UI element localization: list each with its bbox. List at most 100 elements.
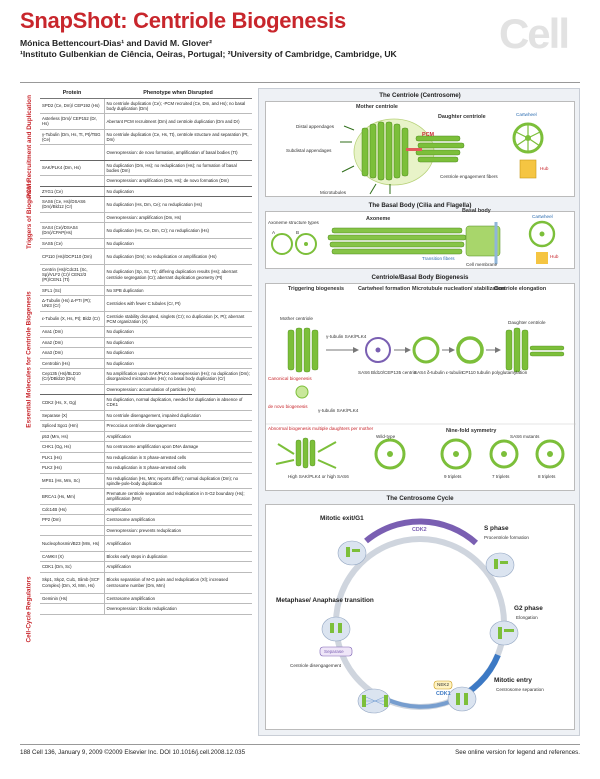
daughter-centriole-label: Daughter centriole: [438, 114, 486, 120]
table-row: Overexpression: accumulation of particle…: [40, 384, 252, 395]
table-header-row: Protein Phenotype when Disrupted: [40, 88, 252, 99]
phenotype-cell: Overexpression: blocks reduplication: [104, 603, 252, 615]
protein-cell: Cdc14B (Hs): [40, 504, 105, 515]
cp110-label: CP110 tubulin polyglutamylation: [462, 370, 528, 375]
nine-triplets-label: 9 triplets: [444, 474, 462, 479]
phenotype-cell: No centriole duplication (Ce, Hs, Tt), c…: [104, 129, 252, 145]
pcm-label: PCM: [422, 132, 434, 138]
mother-centriole-label: Mother centriole: [356, 104, 398, 110]
phenotype-cell: Centriole stability disrupted, singlets …: [104, 311, 252, 327]
mother-centriole-biogenesis-label: Mother centriole: [280, 316, 313, 321]
table-row: BRCA1 (Hs, Mm)Premature centriole separa…: [40, 488, 252, 505]
phenotype-cell: Blocks early steps in duplication: [104, 551, 252, 562]
table-row: Δ-Tubulin (Hs) Δ-PTI (Pt); UNI3 (Cr)Cent…: [40, 295, 252, 312]
mitotic-exit-label: Mitotic exit/G1: [320, 515, 364, 522]
basal-body-panel: Axoneme Basal body Axoneme structure typ…: [265, 208, 575, 269]
protein-cell: CDK1 (Dm, Sc): [40, 561, 105, 573]
table-row: Geminin (Hs)Centrosome amplification: [40, 593, 252, 604]
daughter-centriole-biogenesis-label: Daughter centriole: [508, 320, 546, 325]
protein-cell: Ana1 (Dm): [40, 326, 105, 338]
protein-cell: Skp1, Skp2, Cul1, Slimb (SCF Complex) (D…: [40, 572, 105, 594]
protein-cell: [40, 384, 105, 395]
cdk1-label: CDK1: [436, 691, 451, 697]
protein-cell: PLK2 (Hs): [40, 462, 105, 474]
phenotype-cell: Overexpression: de novo formation, ampli…: [104, 144, 252, 161]
step-cartwheel-label: Cartwheel formation: [358, 286, 411, 292]
phenotype-cell: No duplication, normal duplication, need…: [104, 394, 252, 411]
protein-cell: ε-Tubulin (X, Hs, Pt); Bld2 (Cr): [40, 311, 105, 327]
protein-cell: Cep135 (Hs)/BLD10 (Cr)/DBld10 (Dm): [40, 368, 105, 385]
category-cell-cycle: Cell-Cycle Regulators: [25, 575, 33, 643]
table-row: CDK2 (Hs, X, Gg)No duplication, normal d…: [40, 394, 252, 411]
table-row: Overexpression: amplification (Dm, Hs); …: [40, 175, 252, 187]
protein-cell: SAS5 (Ce): [40, 238, 105, 249]
phenotype-cell: No centrosome amplification upon DNA dam…: [104, 441, 252, 453]
table-row: CHK1 (Gg, Hs)No centrosome amplification…: [40, 441, 252, 453]
phenotype-cell: No duplication: [104, 186, 252, 197]
mitotic-entry-label: Mitotic entry: [494, 677, 532, 684]
table-row: SAK/PLK4 (Dm, Hs)No duplication (Dm, Hs)…: [40, 160, 252, 176]
protein-cell: Centrin (Hs)/Cdc31 (Sc, Sp)/VLF2 (Cr)/ C…: [40, 264, 105, 286]
table-row: Spliced Sgo1 (Hm)Precocious centriole di…: [40, 420, 252, 432]
protein-cell: γ-Tubulin (Dm, Hs, Tt, Pt)/TBG (Ce): [40, 129, 105, 145]
phenotype-cell: No duplication: [104, 238, 252, 249]
table-row: PLK1 (Hs)No reduplication in S phase-arr…: [40, 452, 252, 463]
nine-fold-symmetry-label: Nine-fold symmetry: [446, 428, 497, 434]
protein-cell: [40, 175, 105, 187]
column-header-protein: Protein: [40, 88, 104, 99]
protein-cell: PLK1 (Hs): [40, 452, 105, 463]
basal-hub-label: Hub: [550, 254, 559, 259]
table-row: MPS1 (Hs, Mm, Sc)No reduplication (Hs, M…: [40, 473, 252, 489]
protein-cell: SFL1 (Sc): [40, 285, 105, 296]
phenotype-cell: Amplification: [104, 431, 252, 442]
protein-cell: CP110 (Hs)/DCP110 (Dm): [40, 248, 105, 265]
table-row: Centrin (Hs)/Cdc31 (Sc, Sp)/VLF2 (Cr)/ C…: [40, 264, 252, 286]
phenotype-cell: No duplication (Hs, Ce, Dm, Cr); no redu…: [104, 222, 252, 239]
category-triggers: Triggers of Biogenesis: [25, 179, 33, 249]
table-row: Separase (X)No centriole disengagement, …: [40, 410, 252, 421]
phenotype-cell: No duplication (Hs, Dm, Ce); no reduplic…: [104, 196, 252, 213]
figure-panel: The Centriole (Centrosome): [258, 88, 580, 736]
axoneme-structure-label: Axoneme structure types: [268, 220, 319, 225]
protein-cell: CAMKII (X): [40, 551, 105, 562]
cell-membrane-label: Cell membrane: [466, 262, 498, 267]
eight-triplets-label: 8 triplets: [538, 474, 556, 479]
phenotype-cell: Overexpression: prevents reduplication: [104, 525, 252, 536]
category-essential: Essential Molecules for Centriole Biogen…: [25, 290, 33, 428]
protein-cell: SAS4 (Ce)/DSAS4 (Dm)/CPAP(Hs): [40, 222, 105, 239]
table-row: SAS4 (Ce)/DSAS4 (Dm)/CPAP(Hs)No duplicat…: [40, 222, 252, 239]
table-row: Overexpression: de novo formation, ampli…: [40, 144, 252, 161]
de-novo-biogenesis-label: de novo biogenesis: [268, 404, 308, 409]
sas4-label: SAS4 δ-tubulin ε-tubulin: [414, 370, 464, 375]
g2-phase-label: G2 phase: [514, 605, 543, 612]
step-microtubule-label: Microtubule nucleation/ stabilization: [412, 286, 506, 292]
step-elongation-label: Centriole elongation: [494, 286, 547, 292]
axoneme-label: Axoneme: [366, 216, 391, 222]
phenotype-cell: Overexpression: accumulation of particle…: [104, 384, 252, 395]
canonical-biogenesis-label: Canonical biogenesis: [268, 376, 312, 381]
online-version-note: See online version for legend and refere…: [455, 749, 580, 756]
phenotype-cell: Amplification: [104, 504, 252, 515]
protein-cell: [40, 144, 105, 161]
table-row: SPD2 (Ce, Dm)/ CEP192 (Hs)No centriole d…: [40, 98, 252, 114]
protein-cell: CHK1 (Gg, Hs): [40, 441, 105, 453]
phenotype-cell: No SPB duplication: [104, 285, 252, 296]
protein-cell: ZYG1 (Ce): [40, 186, 105, 197]
protein-cell: Asterless (Dm)/ CEP152 (Dr, Hs): [40, 113, 105, 130]
centrosome-cycle-illustration: [319, 518, 519, 714]
wild-type-label: Wild-type: [376, 434, 396, 439]
phenotype-cell: Centrosome amplification: [104, 593, 252, 604]
phenotype-cell: Centrioles with fewer C tubules (Cr, Pt): [104, 295, 252, 312]
protein-cell: Centrobin (Hs): [40, 358, 105, 369]
column-header-phenotype: Phenotype when Disrupted: [104, 88, 252, 99]
phenotype-cell: No duplication: [104, 347, 252, 359]
table-row: Cep135 (Hs)/BLD10 (Cr)/DBld10 (Dm)No amp…: [40, 368, 252, 385]
table-row: SAS6 (Ce, Hs)/DSAS6 (Dm)/Bld12 (Cr)No du…: [40, 196, 252, 213]
protein-cell: Geminin (Hs): [40, 593, 105, 604]
protein-cell: Nucleophosmin/B23 (Mm, Hs): [40, 535, 105, 552]
phenotype-cell: Blocks separation of M-G pairs and redup…: [104, 572, 252, 594]
table-row: Ana3 (Dm)No duplication: [40, 347, 252, 359]
centriole-panel-title: The Centriole (Centrosome): [379, 92, 461, 99]
phenotype-cell: No duplication: [104, 337, 252, 348]
phenotype-cell: No amplification upon SAK/PLK4 overexpre…: [104, 368, 252, 385]
